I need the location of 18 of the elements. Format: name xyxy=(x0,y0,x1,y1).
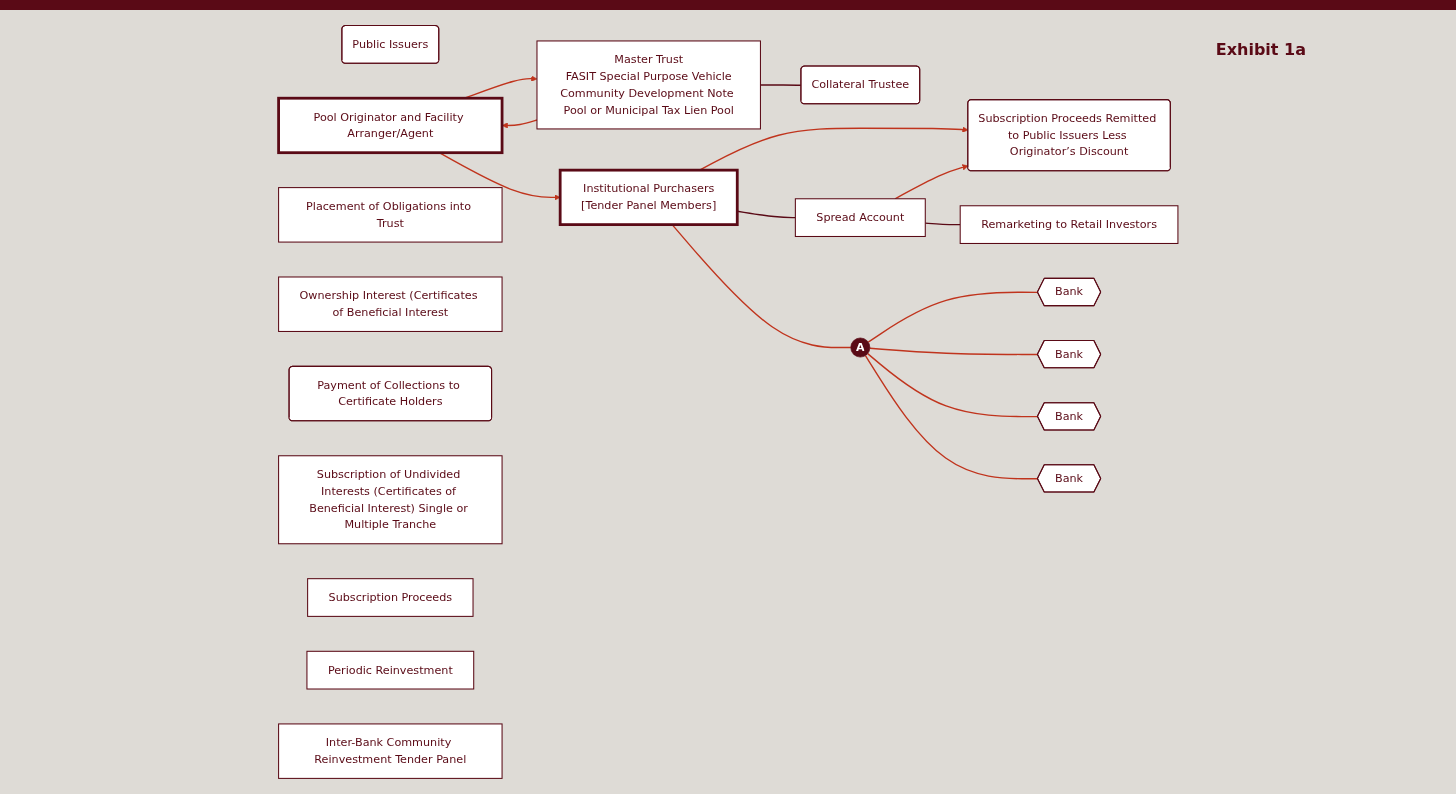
arrow xyxy=(894,164,969,200)
connector xyxy=(864,354,1039,480)
node-box: Ownership Interest (Certificates of Beneficial Interest xyxy=(277,276,503,332)
node-box: Pool Originator and Facility Arranger/Agent xyxy=(276,96,504,155)
node-box: Subscription of Undivided Interests (Certificates of Beneficial Interest) Single or Multiple Tranche xyxy=(277,455,503,545)
node-box: Master Trust FASIT Special Purpose Vehicle Community Development Note Pool or Municipal Tax Lien Pool xyxy=(536,40,761,130)
node-box: Inter-Bank Community Reinvestment Tender Panel xyxy=(277,723,503,779)
node-box: Placement of Obligations into Trust xyxy=(277,187,503,243)
connector xyxy=(866,352,1039,418)
node-box: Spread Account xyxy=(794,198,926,237)
connector xyxy=(736,210,796,219)
node-box: Subscription Proceeds xyxy=(306,578,474,617)
node-box: Institutional Purchasers [Tender Panel Members] xyxy=(558,168,739,226)
connector xyxy=(868,347,1039,356)
node-box: Remarketing to Retail Investors xyxy=(959,205,1179,244)
node-box: Periodic Reinvestment xyxy=(306,650,474,690)
exhibit-label: Exhibit 1a xyxy=(1215,40,1306,59)
node-circle: A xyxy=(850,337,870,358)
